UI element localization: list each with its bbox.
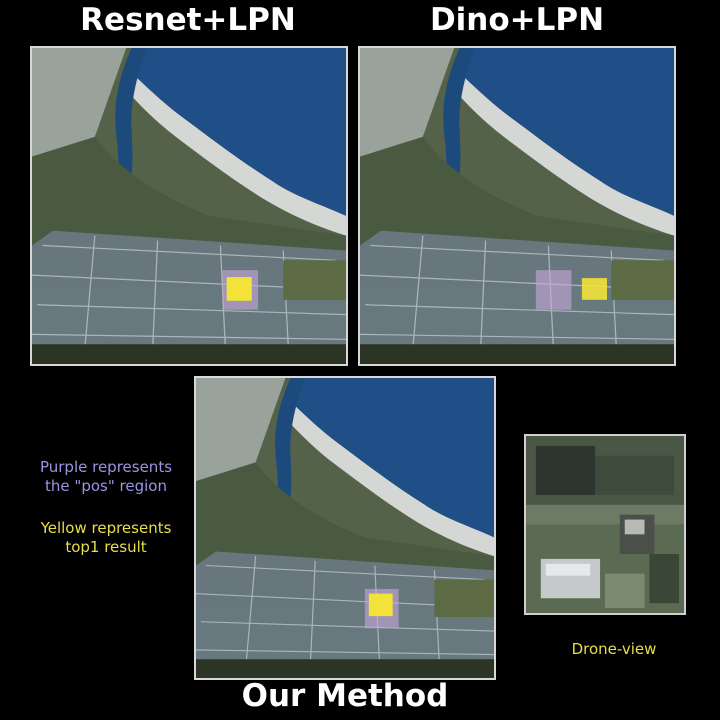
top1-box <box>368 593 393 617</box>
drone-view-image <box>524 434 686 615</box>
drone-view-caption: Drone-view <box>571 640 657 658</box>
satellite-map-our-method <box>194 376 496 680</box>
top1-box <box>581 278 608 300</box>
title-our-method: Our Method <box>241 678 449 714</box>
top1-box <box>226 277 252 301</box>
title-dino-lpn: Dino+LPN <box>429 2 605 38</box>
legend-yellow-line1: Yellow represents <box>40 519 172 537</box>
pos-region <box>535 270 572 310</box>
legend-yellow-line2: top1 result <box>65 538 147 556</box>
title-resnet-lpn: Resnet+LPN <box>80 2 296 38</box>
legend-purple-line1: Purple represents <box>39 458 173 476</box>
satellite-map-dino-lpn <box>358 46 676 366</box>
legend-purple-line2: the "pos" region <box>45 477 167 495</box>
satellite-map-resnet-lpn <box>30 46 348 366</box>
legend-purple: Purple represents the "pos" region <box>20 458 192 496</box>
legend-yellow: Yellow represents top1 result <box>20 519 192 557</box>
